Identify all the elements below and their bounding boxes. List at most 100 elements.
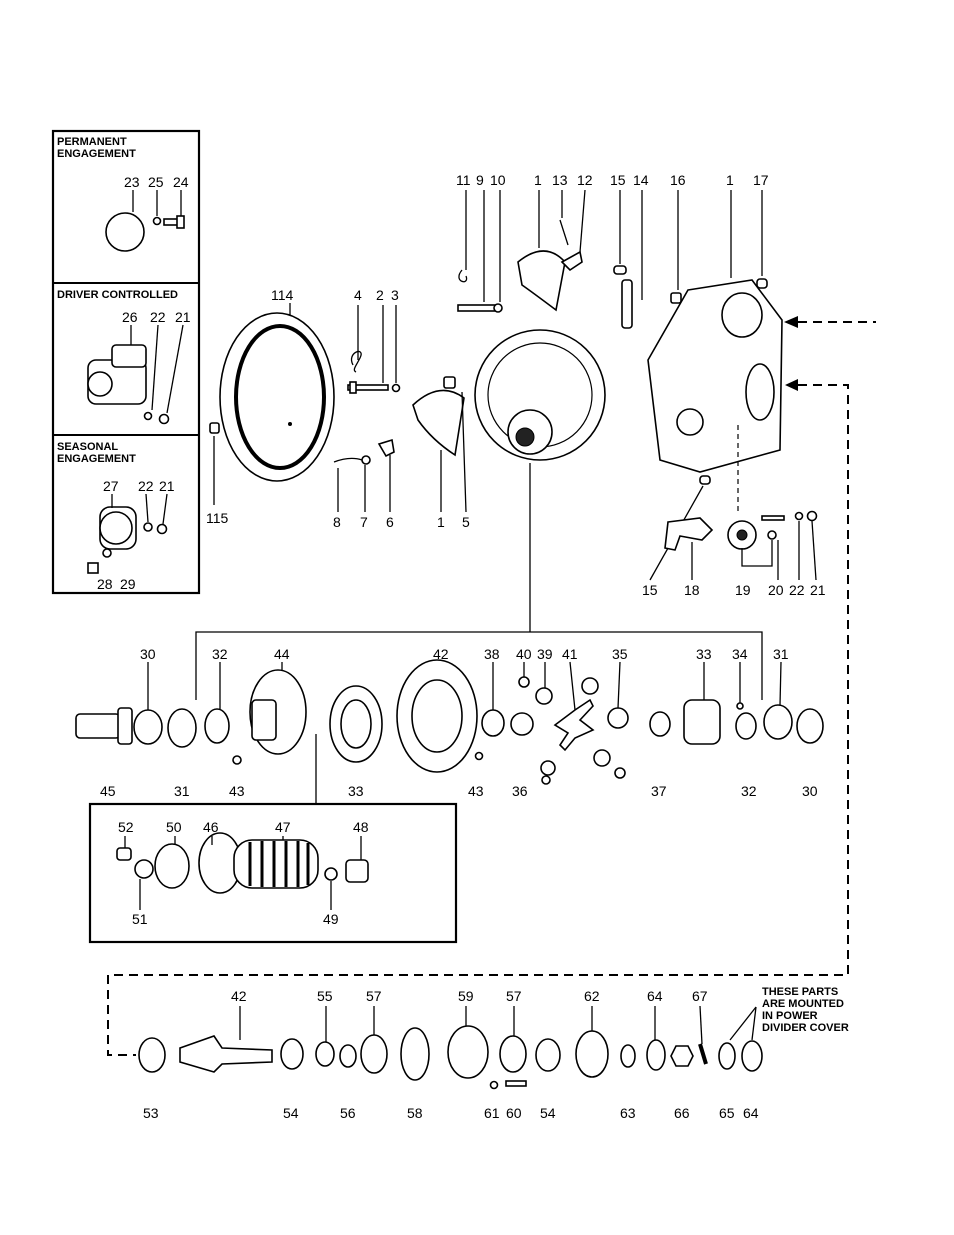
washer-part-40 — [541, 775, 551, 785]
part-label: 40 — [516, 646, 532, 662]
housing-bore-top — [721, 292, 763, 338]
bolt-part-9 — [457, 304, 497, 312]
dashed-routing-line — [107, 384, 849, 1056]
part-label: 54 — [540, 1105, 556, 1121]
nut-part-3 — [391, 383, 401, 393]
cotter-pin-part-8 — [333, 457, 363, 463]
part-label: 37 — [651, 783, 667, 799]
part-label: 48 — [353, 819, 369, 835]
part-label: 62 — [584, 988, 600, 1004]
snap-ring-part-51 — [134, 859, 154, 879]
cotter-pin-part-11 — [458, 269, 468, 283]
bearing-part-48 — [345, 859, 369, 883]
bolt-part-34 — [736, 702, 744, 710]
leader-line — [579, 189, 586, 253]
part-label: 36 — [512, 783, 528, 799]
part-label: 22 — [150, 309, 166, 325]
part-label: 61 — [484, 1105, 500, 1121]
part-label: 51 — [132, 911, 148, 927]
note-leader — [729, 1006, 757, 1041]
part-label: 10 — [490, 172, 506, 188]
differential-case-part — [474, 329, 606, 461]
inset-frame — [51, 129, 201, 595]
pinion-part-39 — [535, 687, 553, 705]
thrust-washer-part-37 — [649, 711, 671, 737]
part-label: 6 — [386, 514, 394, 530]
washer-part-22 — [143, 411, 153, 421]
cover-plate-part-23 — [105, 212, 145, 252]
bearing-cup-part-31 — [167, 708, 197, 748]
washer-part-25 — [152, 216, 162, 226]
part-label: 56 — [340, 1105, 356, 1121]
pin-part-67 — [698, 1043, 708, 1065]
top-right-assembly: 11 9 10 1 13 12 15 14 16 1 17 15 18 19 2… — [107, 172, 876, 1056]
part-label: 22 — [789, 582, 805, 598]
cotter-pin-part-13 — [559, 219, 569, 246]
pinion-part-35 — [581, 677, 599, 695]
part-label: 12 — [577, 172, 593, 188]
leader-line — [617, 661, 621, 709]
screw-part-7 — [361, 455, 371, 465]
part-label: 22 — [138, 478, 154, 494]
part-label: 30 — [140, 646, 156, 662]
part-label: 52 — [118, 819, 134, 835]
seasonal-engagement-title-1: SEASONAL — [57, 441, 118, 453]
group-bracket — [195, 631, 763, 700]
drive-pinion-part-42 — [179, 1035, 273, 1073]
washer-part-40 — [518, 676, 530, 688]
leader-line — [461, 391, 467, 513]
bearing-part-64 — [741, 1040, 763, 1072]
part-label: 33 — [348, 783, 364, 799]
part-label: 64 — [647, 988, 663, 1004]
part-label: 43 — [468, 783, 484, 799]
arrowhead — [784, 316, 798, 328]
spider-part-41 — [553, 698, 595, 752]
lock-part-12 — [560, 250, 583, 272]
part-label: 20 — [768, 582, 784, 598]
leader-line — [779, 661, 782, 706]
spacer-part-56 — [339, 1044, 357, 1068]
leader-line — [166, 324, 184, 414]
note-line-1: THESE PARTS — [762, 986, 838, 998]
part-label: 15 — [642, 582, 658, 598]
part-label: 15 — [610, 172, 626, 188]
part-label: 1 — [534, 172, 542, 188]
part-label: 29 — [120, 576, 136, 592]
part-label: 59 — [458, 988, 474, 1004]
ring-gear-bore-part-42 — [411, 679, 463, 753]
pinion-part-39 — [540, 760, 556, 776]
part-label: 16 — [670, 172, 686, 188]
part-label: 32 — [741, 783, 757, 799]
plug-part-115 — [209, 422, 220, 434]
bearing-cone-part-32 — [735, 712, 757, 740]
breather-part-16 — [670, 292, 682, 304]
seasonal-engagement-title-2: ENGAGEMENT — [57, 453, 136, 465]
gear-hub-part-44 — [251, 699, 277, 741]
part-label: 21 — [175, 309, 191, 325]
bearing-cup-part-57 — [499, 1035, 527, 1073]
bearing-cup-part-31 — [763, 704, 793, 740]
part-label: 1 — [726, 172, 734, 188]
bearing-part-53 — [138, 1037, 166, 1073]
bolt-head-part-24 — [176, 215, 185, 229]
part-label: 55 — [317, 988, 333, 1004]
part-label: 54 — [283, 1105, 299, 1121]
part-label: 23 — [124, 174, 140, 190]
part-label: 67 — [692, 988, 708, 1004]
dowel-part-15 — [613, 265, 627, 275]
bearing-cap-part-1 — [412, 389, 465, 457]
part-label: 8 — [333, 514, 341, 530]
leader-line — [569, 661, 576, 711]
air-cylinder-part-26 — [111, 344, 147, 368]
part-label: 63 — [620, 1105, 636, 1121]
clutch-disc-lines — [248, 841, 310, 887]
part-label: 24 — [173, 174, 189, 190]
part-label: 43 — [229, 783, 245, 799]
part-label: 9 — [476, 172, 484, 188]
part-label: 19 — [735, 582, 751, 598]
shift-fork-part-18 — [664, 517, 714, 551]
plug-part-17 — [756, 278, 768, 289]
washer-part-61 — [489, 1080, 499, 1090]
nut-part-21 — [158, 413, 170, 425]
washer-part-40 — [614, 767, 626, 779]
